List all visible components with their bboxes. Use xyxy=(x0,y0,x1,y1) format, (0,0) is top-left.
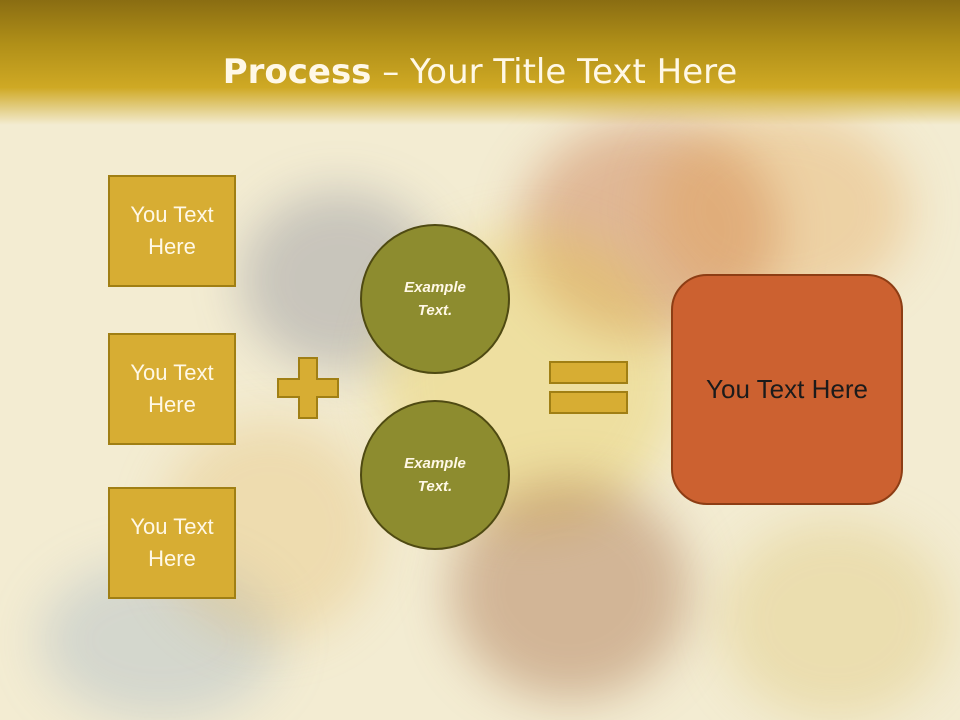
input-box-1[interactable]: You Text Here xyxy=(108,175,236,287)
input-box-3[interactable]: You Text Here xyxy=(108,487,236,599)
slide-title: Process – Your Title Text Here xyxy=(0,52,960,92)
input-box-2[interactable]: You Text Here xyxy=(108,333,236,445)
example-circle-1-label: Example Text. xyxy=(404,279,466,319)
example-circle-2[interactable]: Example Text. xyxy=(360,400,510,550)
result-box[interactable]: You Text Here xyxy=(671,274,903,505)
example-circle-2-label: Example Text. xyxy=(404,455,466,495)
plus-icon xyxy=(277,357,339,419)
title-rest: – Your Title Text Here xyxy=(371,52,738,92)
equals-icon xyxy=(549,361,628,414)
title-bold: Process xyxy=(222,52,372,92)
example-circle-1[interactable]: Example Text. xyxy=(360,224,510,374)
title-bar xyxy=(0,0,960,125)
